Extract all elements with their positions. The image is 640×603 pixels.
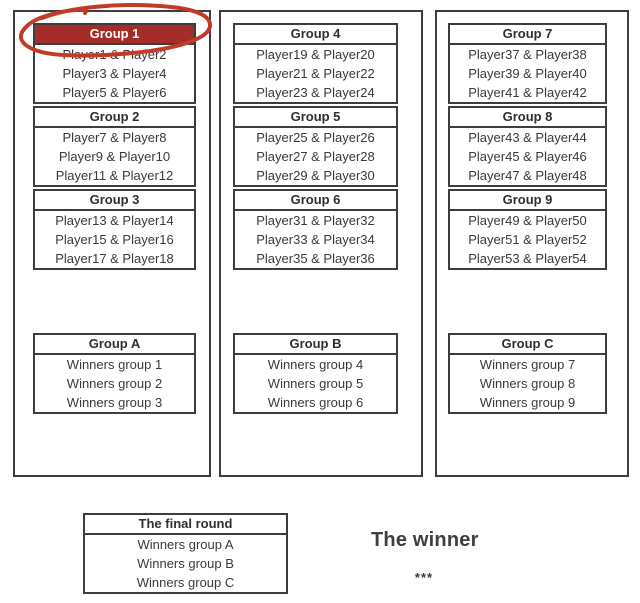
match-row: Player43 & Player44 — [468, 130, 587, 145]
column-1-frame: Group 1 Player1 & Player2 Player3 & Play… — [13, 10, 211, 477]
match-row: Player29 & Player30 — [256, 168, 375, 183]
group-3-box: Group 3 Player13 & Player14 Player15 & P… — [33, 189, 196, 270]
winner-row: Winners group 8 — [479, 376, 576, 391]
match-row: Player47 & Player48 — [468, 168, 587, 183]
group-b-box: Group B Winners group 4 Winners group 5 … — [233, 333, 398, 414]
match-row: Player45 & Player46 — [468, 149, 587, 164]
finalist-row: Winners group A — [137, 537, 234, 552]
group-8-box: Group 8 Player43 & Player44 Player45 & P… — [448, 106, 607, 187]
winner-row: Winners group 2 — [66, 376, 163, 391]
match-row: Player1 & Player2 — [62, 47, 167, 62]
match-row: Player41 & Player42 — [468, 85, 587, 100]
final-round-box: The final round Winners group A Winners … — [83, 513, 288, 594]
group-6-header: Group 6 — [235, 191, 396, 211]
winner-row: Winners group 1 — [66, 357, 163, 372]
match-row: Player5 & Player6 — [62, 85, 167, 100]
group-5-header: Group 5 — [235, 108, 396, 128]
group-2-header: Group 2 — [35, 108, 194, 128]
column-3-frame: Group 7 Player37 & Player38 Player39 & P… — [435, 10, 629, 477]
final-round-header: The final round — [85, 515, 286, 535]
group-b-header: Group B — [235, 335, 396, 355]
group-2-box: Group 2 Player7 & Player8 Player9 & Play… — [33, 106, 196, 187]
group-a-header: Group A — [35, 335, 194, 355]
match-row: Player37 & Player38 — [468, 47, 587, 62]
match-row: Player53 & Player54 — [468, 251, 587, 266]
winner-placeholder-stars: *** — [414, 570, 434, 585]
match-row: Player17 & Player18 — [55, 251, 174, 266]
group-1-header: Group 1 — [35, 25, 194, 45]
match-row: Player35 & Player36 — [256, 251, 375, 266]
winner-row: Winners group 9 — [479, 395, 576, 410]
match-row: Player11 & Player12 — [55, 168, 174, 183]
match-row: Player19 & Player20 — [256, 47, 375, 62]
match-row: Player49 & Player50 — [468, 213, 587, 228]
match-row: Player33 & Player34 — [256, 232, 375, 247]
group-c-box: Group C Winners group 7 Winners group 8 … — [448, 333, 607, 414]
group-6-box: Group 6 Player31 & Player32 Player33 & P… — [233, 189, 398, 270]
match-row: Player31 & Player32 — [256, 213, 375, 228]
match-row: Player3 & Player4 — [62, 66, 167, 81]
match-row: Player39 & Player40 — [468, 66, 587, 81]
match-row: Player13 & Player14 — [55, 213, 174, 228]
group-9-header: Group 9 — [450, 191, 605, 211]
match-row: Player23 & Player24 — [256, 85, 375, 100]
column-2-frame: Group 4 Player19 & Player20 Player21 & P… — [219, 10, 423, 477]
match-row: Player9 & Player10 — [58, 149, 171, 164]
match-row: Player7 & Player8 — [62, 130, 167, 145]
match-row: Player21 & Player22 — [256, 66, 375, 81]
group-3-header: Group 3 — [35, 191, 194, 211]
match-row: Player51 & Player52 — [468, 232, 587, 247]
group-4-header: Group 4 — [235, 25, 396, 45]
winner-row: Winners group 4 — [267, 357, 364, 372]
winner-row: Winners group 5 — [267, 376, 364, 391]
match-row: Player15 & Player16 — [55, 232, 174, 247]
group-5-box: Group 5 Player25 & Player26 Player27 & P… — [233, 106, 398, 187]
group-9-box: Group 9 Player49 & Player50 Player51 & P… — [448, 189, 607, 270]
group-8-header: Group 8 — [450, 108, 605, 128]
match-row: Player25 & Player26 — [256, 130, 375, 145]
group-a-box: Group A Winners group 1 Winners group 2 … — [33, 333, 196, 414]
group-c-header: Group C — [450, 335, 605, 355]
match-row: Player27 & Player28 — [256, 149, 375, 164]
group-7-box: Group 7 Player37 & Player38 Player39 & P… — [448, 23, 607, 104]
group-1-box: Group 1 Player1 & Player2 Player3 & Play… — [33, 23, 196, 104]
winner-row: Winners group 7 — [479, 357, 576, 372]
finalist-row: Winners group B — [137, 556, 234, 571]
winner-row: Winners group 6 — [267, 395, 364, 410]
group-4-box: Group 4 Player19 & Player20 Player21 & P… — [233, 23, 398, 104]
finalist-row: Winners group C — [136, 575, 235, 590]
group-7-header: Group 7 — [450, 25, 605, 45]
winner-title: The winner — [371, 529, 479, 551]
winner-row: Winners group 3 — [66, 395, 163, 410]
